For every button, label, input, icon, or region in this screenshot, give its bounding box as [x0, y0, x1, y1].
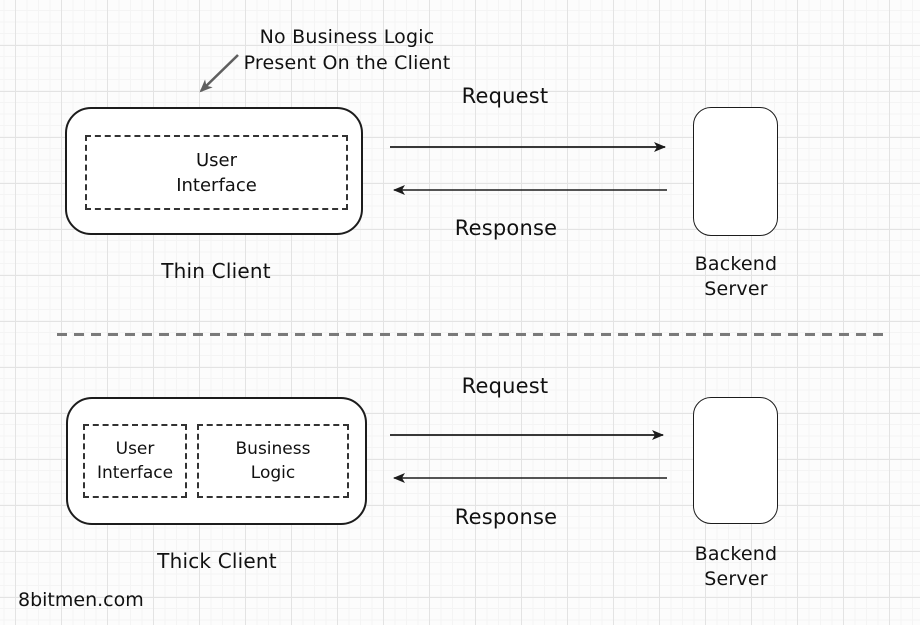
- thick-ui-line-1: User: [115, 439, 155, 459]
- thick-ui-line-2: Interface: [96, 463, 174, 483]
- annotation-line-2: Present On the Client: [243, 52, 451, 74]
- annotation-note: No Business Logic Present On the Client: [232, 24, 462, 76]
- thick-response-label: Response: [454, 505, 558, 529]
- thin-backend-server-box: [693, 107, 778, 236]
- thin-backend-server-label: Backend Server: [686, 252, 786, 302]
- thick-client-label: Thick Client: [157, 549, 277, 573]
- thin-client-label: Thin Client: [161, 259, 271, 283]
- thin-response-label: Response: [454, 216, 558, 240]
- thick-business-logic-box: Business Logic: [197, 424, 349, 498]
- thin-ui-line-2: Interface: [176, 174, 257, 196]
- thick-server-line-2: Server: [704, 568, 768, 590]
- thin-ui-box: User Interface: [85, 135, 348, 210]
- annotation-line-1: No Business Logic: [259, 26, 435, 48]
- thick-backend-server-box: [693, 397, 778, 524]
- thick-bl-line-2: Logic: [250, 463, 296, 483]
- thin-ui-line-1: User: [195, 149, 238, 171]
- thick-bl-line-1: Business: [235, 439, 311, 459]
- thick-server-line-1: Backend: [694, 543, 778, 565]
- thick-request-label: Request: [461, 374, 549, 398]
- thick-backend-server-label: Backend Server: [686, 542, 786, 592]
- thin-server-line-1: Backend: [694, 253, 778, 275]
- thick-ui-box: User Interface: [83, 424, 187, 498]
- section-divider: [57, 333, 890, 336]
- thin-request-label: Request: [461, 84, 549, 108]
- thin-server-line-2: Server: [704, 278, 768, 300]
- watermark-text: 8bitmen.com: [18, 589, 144, 611]
